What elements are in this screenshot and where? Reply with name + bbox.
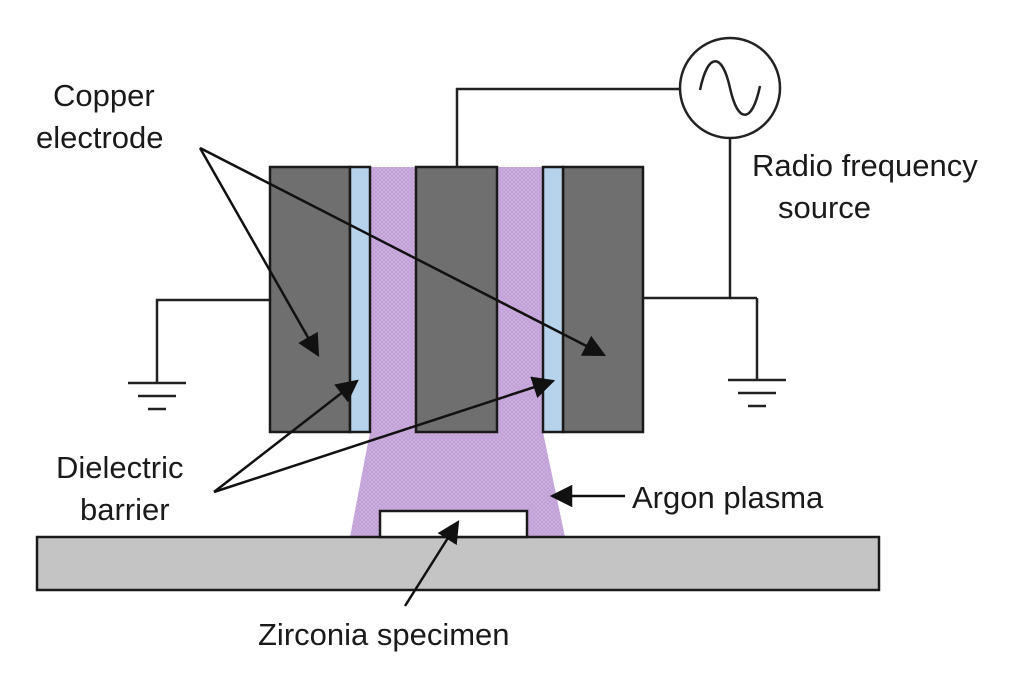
label-argon-plasma: Argon plasma bbox=[632, 480, 824, 515]
electrode-center bbox=[414, 165, 499, 434]
label-rf-line2: source bbox=[778, 190, 871, 225]
dielectric-barrier-right bbox=[541, 165, 565, 434]
label-rf-line1: Radio frequency bbox=[752, 148, 978, 183]
plasma-channel-left bbox=[370, 167, 416, 432]
arrow-dielectric-right bbox=[213, 376, 556, 494]
substrate-stage bbox=[35, 535, 881, 592]
annotation-arrows bbox=[198, 146, 625, 607]
ground-symbol-icon bbox=[128, 381, 186, 411]
dielectric-barrier-left bbox=[348, 165, 372, 434]
arrow-copper-left bbox=[198, 147, 320, 357]
arrow-copper-right bbox=[199, 146, 607, 357]
zirconia-specimen bbox=[378, 509, 529, 539]
electrode-left bbox=[268, 165, 352, 434]
arrow-dielectric-left bbox=[213, 379, 359, 493]
label-zirconia-specimen: Zirconia specimen bbox=[258, 617, 510, 652]
label-copper-line2: electrode bbox=[36, 120, 164, 155]
circuit-wiring bbox=[155, 87, 759, 383]
ground-symbol-icon bbox=[728, 378, 786, 408]
arrow-zirconia bbox=[403, 520, 460, 607]
label-dielectric-line2: barrier bbox=[80, 492, 170, 527]
electrode-right bbox=[561, 165, 645, 434]
argon-plasma bbox=[350, 167, 565, 537]
label-copper-line1: Copper bbox=[53, 78, 155, 113]
sine-wave-source-icon bbox=[678, 36, 782, 140]
label-dielectric-line1: Dielectric bbox=[56, 450, 183, 485]
